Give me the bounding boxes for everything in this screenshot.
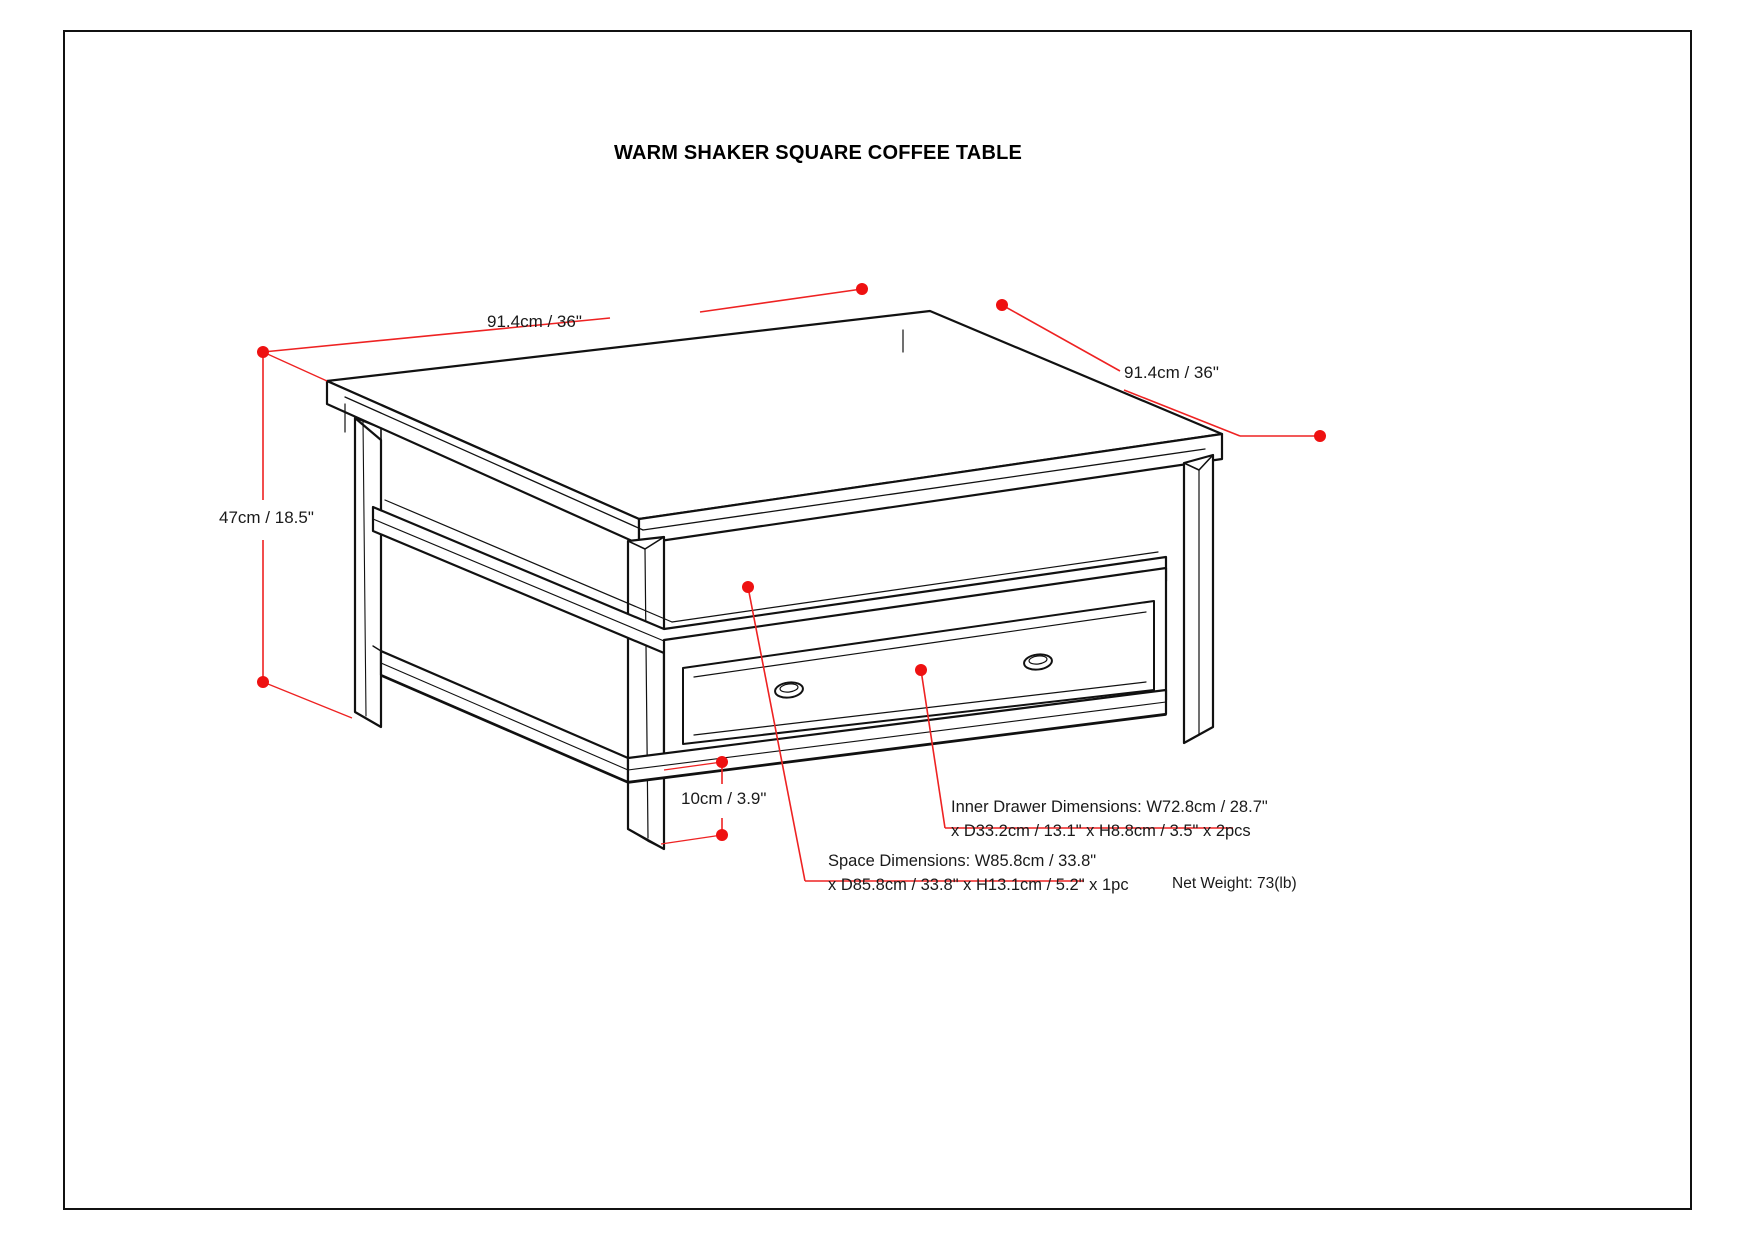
dim-point-height-bottom [257,676,269,688]
callout-space-line1: Space Dimensions: W85.8cm / 33.8" [828,852,1097,870]
lower-rail-band [380,675,1167,784]
dim-point-clearance-top [716,756,728,768]
dimension-label-height-left: 47cm / 18.5" [219,508,314,527]
dim-width-top [262,288,863,353]
dim-point-top-left [257,346,269,358]
table-outline-group [325,309,1224,851]
dimension-points [257,283,1326,841]
dim-point-depth-end [1314,430,1326,442]
dim-point-depth-start [996,299,1008,311]
callout-space-line2: x D85.8cm / 33.8" x H13.1cm / 5.2" x 1pc [828,875,1129,894]
leg-front-center [626,535,666,851]
dim-height-left [262,351,353,719]
dim-depth-right [1001,304,1320,437]
dim-point-space [742,581,754,593]
lower-rail [379,649,1168,784]
callout-inner-drawer-dimensions: Inner Drawer Dimensions: W72.8cm / 28.7"… [951,796,1268,844]
dimension-label-width-top: 91.4cm / 36" [487,312,582,331]
table-top [325,309,1224,546]
net-weight-label: Net Weight: 73(lb) [1172,875,1297,892]
dimension-label-floor-clearance: 10cm / 3.9" [681,789,767,808]
page-title: WARM SHAKER SQUARE COFFEE TABLE [614,142,1023,164]
dim-point-clearance-bottom [716,829,728,841]
callout-inner-drawer-line1: Inner Drawer Dimensions: W72.8cm / 28.7" [951,798,1268,816]
dimension-label-depth-right: 91.4cm / 36" [1124,363,1219,382]
sheet-border [63,30,1692,1210]
callout-leader-drawer [920,669,1233,829]
left-skirt [372,645,382,652]
leg-back-left [353,416,383,729]
drawer-pull-left [774,681,804,699]
dim-point-top-back [856,283,868,295]
dim-point-drawer [915,664,927,676]
callout-leader-space [747,586,1084,882]
callout-inner-drawer-line2: x D33.2cm / 13.1" x H8.8cm / 3.5" x 2pcs [951,821,1251,840]
callout-space-dimensions: Space Dimensions: W85.8cm / 33.8" x D85.… [828,850,1129,898]
leg-right [1182,453,1215,745]
drawer-pull-right [1023,653,1053,671]
